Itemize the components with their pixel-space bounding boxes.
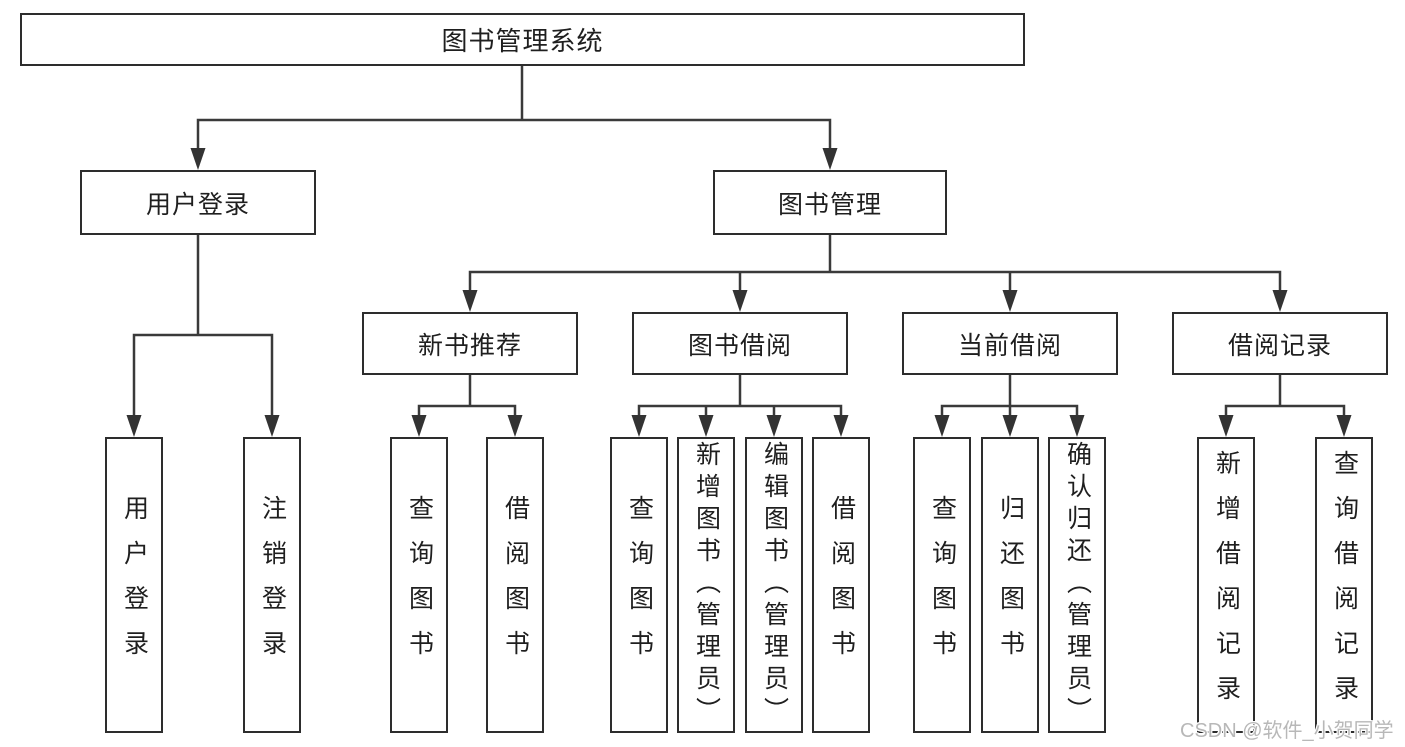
leaf-edit-books-admin-label: 编辑图书（管理员）	[760, 441, 789, 729]
node-book-management-label: 图书管理	[777, 190, 882, 219]
leaf-logout: 注销登录	[243, 437, 301, 733]
leaf-query-books-recommend-label: 查询图书	[405, 495, 434, 675]
leaf-borrow-books-borrowing: 借阅图书	[812, 437, 870, 733]
arrowheads	[126, 148, 1352, 437]
leaf-logout-label: 注销登录	[258, 495, 287, 675]
leaf-query-borrow-record: 查询借阅记录	[1315, 437, 1373, 733]
node-book-borrowing: 图书借阅	[632, 312, 848, 375]
leaf-add-books-admin-label: 新增图书（管理员）	[692, 441, 721, 729]
leaf-user-login-label: 用户登录	[120, 495, 149, 675]
csdn-watermark: CSDN @软件_小贺同学	[1180, 720, 1394, 742]
node-user-login-label: 用户登录	[145, 190, 250, 219]
leaf-borrow-books-borrowing-label: 借阅图书	[827, 495, 856, 675]
leaf-borrow-books-recommend: 借阅图书	[486, 437, 544, 733]
leaf-borrow-books-recommend-label: 借阅图书	[501, 495, 530, 675]
node-user-login: 用户登录	[80, 170, 316, 235]
node-library-system: 图书管理系统	[20, 13, 1025, 66]
leaf-query-books-borrowing-label: 查询图书	[625, 495, 654, 675]
node-borrowing-records: 借阅记录	[1172, 312, 1388, 375]
node-borrowing-records-label: 借阅记录	[1227, 331, 1332, 360]
node-new-book-recommend: 新书推荐	[362, 312, 578, 375]
leaf-return-books: 归还图书	[981, 437, 1039, 733]
node-library-system-label: 图书管理系统	[441, 26, 604, 56]
leaf-query-borrow-record-label: 查询借阅记录	[1330, 450, 1359, 720]
node-current-borrowing-label: 当前借阅	[957, 331, 1062, 360]
leaf-query-books-borrowing: 查询图书	[610, 437, 668, 733]
leaf-add-borrow-record-label: 新增借阅记录	[1212, 450, 1241, 720]
leaf-add-books-admin: 新增图书（管理员）	[677, 437, 735, 733]
leaf-user-login: 用户登录	[105, 437, 163, 733]
leaf-query-books-current-label: 查询图书	[928, 495, 957, 675]
leaf-add-borrow-record: 新增借阅记录	[1197, 437, 1255, 733]
node-book-borrowing-label: 图书借阅	[687, 331, 792, 360]
node-current-borrowing: 当前借阅	[902, 312, 1118, 375]
node-book-management: 图书管理	[713, 170, 947, 235]
leaf-query-books-current: 查询图书	[913, 437, 971, 733]
leaf-confirm-return-admin-label: 确认归还（管理员）	[1063, 441, 1092, 729]
leaf-edit-books-admin: 编辑图书（管理员）	[745, 437, 803, 733]
node-new-book-recommend-label: 新书推荐	[417, 331, 522, 360]
leaf-confirm-return-admin: 确认归还（管理员）	[1048, 437, 1106, 733]
leaf-query-books-recommend: 查询图书	[390, 437, 448, 733]
leaf-return-books-label: 归还图书	[996, 495, 1025, 675]
